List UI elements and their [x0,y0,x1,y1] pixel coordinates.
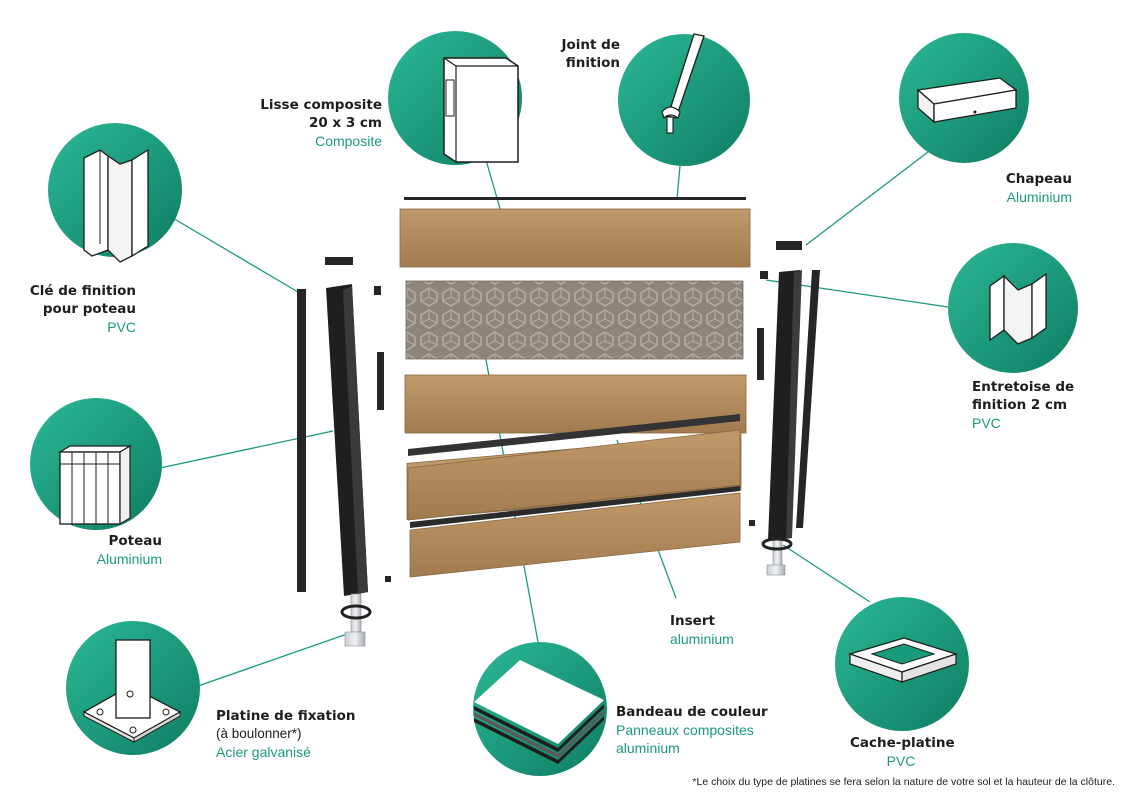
bandeau-detail-icon [474,660,604,764]
leader-joint [676,165,681,200]
label-poteau-title: Poteau [108,533,163,549]
label-cle-material: PVC [107,319,136,335]
label-cache-material: PVC [886,753,916,769]
cache-left [340,604,372,620]
platine-left-stem [350,593,362,633]
cle-right [796,270,820,528]
leader-platine [197,632,351,687]
spacer-right-2 [757,328,764,380]
fence-assembly [297,197,820,647]
bandeau-panel [405,280,744,360]
leader-poteau [159,430,334,469]
label-lisse-title-2: 20 x 3 cm [308,115,382,131]
cache-right [761,537,793,551]
label-chapeau: Chapeau Aluminium [960,170,1072,206]
label-platine-material: Acier galvanisé [216,744,311,760]
spacer-left-2 [377,352,384,410]
cap-right [776,241,802,250]
circle-chapeau [899,33,1029,163]
label-poteau-material: Aluminium [96,551,162,567]
circle-cle [48,123,182,263]
spacer-left-4 [749,520,755,526]
spacer-left-1 [374,286,381,295]
label-bandeau: Bandeau de couleur Panneaux composites a… [616,703,806,757]
label-bandeau-material-2: aluminium [616,740,680,756]
label-lisse-title-1: Lisse composite [260,97,382,113]
cle-left [297,289,306,592]
label-poteau: Poteau Aluminium [40,532,162,568]
leader-cle [165,213,299,293]
label-insert-title: Insert [670,613,715,629]
label-chapeau-title: Chapeau [1005,171,1072,187]
board-lisse-4 [409,492,741,578]
label-chapeau-material: Aluminium [1006,189,1072,205]
circle-bandeau [473,642,607,776]
leader-chapeau [805,151,929,246]
board-lisse-top [399,208,751,268]
circle-platine [66,621,200,755]
label-bandeau-title: Bandeau de couleur [616,704,768,720]
label-platine-title: Platine de fixation [216,708,356,724]
platine-right-base [766,564,786,576]
label-entretoise-title-2: finition 2 cm [972,397,1068,413]
label-cache-title: Cache-platine [850,735,955,751]
platine-left-base [344,631,366,647]
label-joint-title-1: Joint de [561,37,620,53]
label-lisse: Lisse composite 20 x 3 cm Composite [230,96,382,150]
footnote: *Le choix du type de platines se fera se… [692,776,1115,788]
label-entretoise-title-1: Entretoise de [972,379,1075,395]
label-bandeau-material-1: Panneaux composites [616,722,754,738]
board-lisse-3-shape [407,429,741,521]
circle-lisse [388,31,522,165]
cache-detail-icon [847,637,959,683]
lisse-detail-icon [443,57,519,163]
circle-cache [835,597,969,731]
joint-strip [404,197,746,200]
leader-lines [159,151,949,687]
label-cache: Cache-platine PVC [850,734,955,770]
label-insert-material: aluminium [670,631,734,647]
post-left-face [343,286,368,594]
label-joint-title-2: finition [565,55,620,71]
cap-left [325,257,353,265]
label-platine-note: (à boulonner*) [216,726,302,741]
leader-cache [782,544,871,603]
post-right-face [786,270,802,539]
label-entretoise-material: PVC [972,415,1001,431]
platine-right-stem [772,539,783,569]
label-cle: Clé de finition pour poteau PVC [10,282,136,336]
circle-joint [618,33,750,166]
chapeau-detail-icon [916,77,1018,124]
platine-detail-icon [82,639,182,743]
label-insert: Insert aluminium [670,612,790,648]
circle-poteau [30,398,162,530]
label-platine: Platine de fixation (à boulonner*) Acier… [216,707,376,761]
spacer-right-1 [760,271,768,279]
joint-detail-icon [661,33,705,134]
spacer-left-3 [385,576,391,582]
label-cle-title-2: pour poteau [42,301,136,317]
poteau-detail-icon [57,444,133,526]
circle-entretoise [948,243,1078,373]
label-cle-title-1: Clé de finition [29,283,136,299]
insert-strip-2 [410,486,740,528]
label-lisse-material: Composite [315,133,382,149]
insert-strip [408,414,740,456]
label-entretoise: Entretoise de finition 2 cm PVC [972,378,1102,432]
entretoise-detail-icon [989,272,1047,345]
label-joint: Joint de finition [540,36,620,72]
cle-detail-icon [83,148,149,263]
